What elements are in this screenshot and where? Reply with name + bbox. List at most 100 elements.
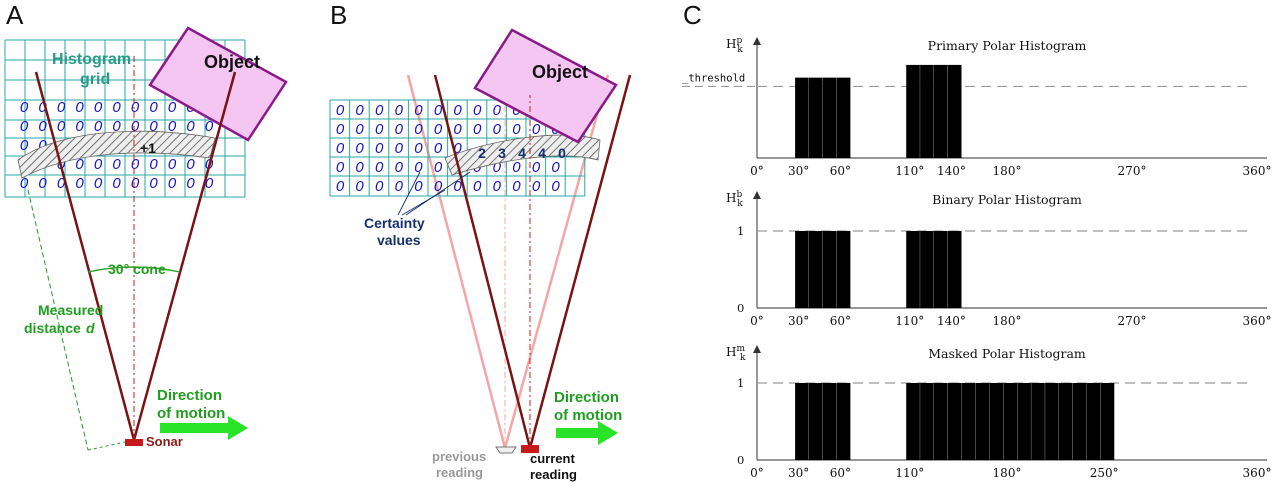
grid-cell-digit: 0	[94, 156, 103, 173]
certainty-label: Certainty	[364, 215, 425, 231]
x-tick-label: 270°	[1118, 164, 1147, 178]
histogram-bar	[961, 383, 976, 460]
histogram-bar	[920, 231, 934, 308]
histogram-bar	[1045, 383, 1059, 460]
histogram-bar	[795, 383, 809, 460]
histogram-bar	[836, 231, 851, 308]
x-tick-label: 360°	[1243, 164, 1272, 178]
grid-cell-digit-b: 0	[355, 159, 364, 176]
histogram-bar	[934, 64, 948, 158]
x-tick-label: 140°	[937, 314, 966, 328]
histogram-bar	[947, 64, 962, 158]
histogram-bar	[1003, 383, 1018, 460]
y-label-sup: b	[736, 190, 742, 200]
panel-a-letter: A	[6, 0, 24, 30]
object-shape	[148, 26, 288, 142]
histogram-bar	[809, 77, 823, 158]
object-surface-arc	[17, 130, 216, 179]
grid-cell-digit-b: 0	[355, 102, 364, 119]
cone-edge-right	[132, 71, 237, 441]
current-sonar-icon	[521, 445, 539, 453]
histogram-bar	[947, 231, 962, 308]
grid-cell-digit: 0	[57, 99, 66, 116]
x-tick-label: 110°	[895, 164, 924, 178]
grid-cell-digit-b: 0	[414, 178, 423, 195]
grid-cell-digit: 0	[186, 118, 195, 135]
y-label-sub: k	[737, 199, 743, 209]
grid-cell-digit-b: 0	[532, 121, 541, 138]
x-tick-label: 180°	[993, 164, 1022, 178]
grid-cell-digit-b: 0	[473, 121, 482, 138]
distance-label: distance	[24, 320, 81, 336]
threshold-label: _threshold	[682, 72, 745, 84]
x-tick-label: 0°	[750, 314, 764, 328]
distance-symbol: d	[86, 320, 95, 336]
y-label-base: H	[726, 37, 736, 51]
grid-cell-digit-b: 0	[434, 102, 443, 119]
grid-cell-digit: 0	[75, 175, 84, 192]
grid-cell-digit-b: 0	[355, 140, 364, 157]
histogram-bar	[1100, 383, 1115, 460]
x-tick-label: 360°	[1243, 466, 1272, 480]
grid-cell-digit-b: 0	[336, 102, 345, 119]
current-cone-edge-left	[433, 74, 532, 449]
previous-sonar-icon	[495, 446, 517, 454]
histogram-bar	[836, 77, 851, 158]
grid-cell-digit: 0	[131, 99, 140, 116]
grid-cell-digit-b: 0	[512, 159, 521, 176]
grid-cell-digit: 0	[20, 175, 29, 192]
direction-label: Direction	[157, 387, 222, 404]
chart-title: Masked Polar Histogram	[928, 346, 1086, 361]
grid-cell-digit-b: 0	[375, 140, 384, 157]
grid-cell-digit: 0	[205, 175, 214, 192]
grid-cell-digit-b: 0	[336, 140, 345, 157]
y-label-base: H	[726, 191, 736, 205]
grid-cell-digit-b: 0	[395, 102, 404, 119]
certainty-pointer-2	[401, 189, 446, 216]
certainty-value: 2	[478, 145, 486, 161]
direction-arrow	[160, 416, 248, 440]
x-tick-label: 60°	[830, 314, 851, 328]
histogram-label: Histogram	[52, 51, 131, 68]
histogram-bar	[989, 383, 1004, 460]
grid-cell-digit-b: 0	[395, 178, 404, 195]
grid-cell-digit-b: 0	[375, 178, 384, 195]
grid-cell-digit: 0	[20, 99, 29, 116]
y-tick-1: 1	[737, 376, 744, 390]
previous-label: previous	[432, 449, 486, 464]
grid-cell-digit: 0	[186, 175, 195, 192]
grid-cell-digit: 0	[168, 99, 177, 116]
grid-cell-digit-b: 0	[395, 121, 404, 138]
y-label-sub: k	[737, 45, 743, 55]
histogram-bar	[809, 231, 823, 308]
x-tick-label: 30°	[788, 466, 809, 480]
grid-cell-digit-b: 0	[336, 159, 345, 176]
grid-cell-digit-b: 0	[434, 121, 443, 138]
increment-label: +1	[140, 140, 156, 156]
grid-cell-digit-b: 0	[414, 140, 423, 157]
y-label-sup: m	[736, 344, 745, 354]
x-tick-label: 180°	[993, 314, 1022, 328]
panel-c-letter: C	[683, 0, 702, 30]
cone-label: 30° cone	[108, 261, 166, 277]
certainty-value: 4	[518, 145, 526, 161]
grid-cell-digit: 0	[149, 118, 158, 135]
grid-cell-digit: 0	[38, 99, 47, 116]
chart-title: Primary Polar Histogram	[928, 38, 1087, 53]
certainty-value: 4	[538, 145, 546, 161]
grid-cell-digit-b: 0	[375, 102, 384, 119]
object-surface-arc-b	[444, 134, 601, 176]
object-label: Object	[204, 52, 260, 72]
x-tick-label: 110°	[895, 314, 924, 328]
grid-cell-digit: 0	[112, 99, 121, 116]
grid-cell-digit: 0	[131, 156, 140, 173]
x-tick-label: 140°	[937, 164, 966, 178]
grid-cell-digit-b: 0	[453, 121, 462, 138]
grid-cell-digit-b: 0	[355, 121, 364, 138]
